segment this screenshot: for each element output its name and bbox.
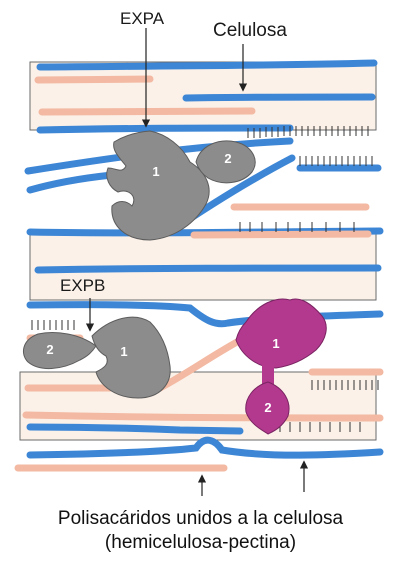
comb-upper [248,126,368,138]
caption-line-1: Polisacáridos unidos a la celulosa [0,508,401,530]
blue-strand [40,128,290,130]
blue-strand [30,427,240,431]
cellulose-bands [20,62,376,440]
pink-domain-2-label: 2 [264,400,271,415]
pink-domain-1-shape [236,299,326,368]
comb-lower-left [32,320,74,330]
expb-domain-2-label: 2 [46,342,53,357]
pink-domain-1-label: 1 [272,336,279,351]
pink-linker [262,364,274,384]
celulosa-label: Celulosa [213,20,287,42]
peach-strand [26,415,380,418]
blue-strand [30,305,380,324]
peach-strand [42,111,252,112]
caption-line-2: (hemicelulosa-pectina) [0,532,401,554]
blue-strand [38,268,378,270]
peach-strand [38,79,150,80]
expb-label: EXPB [60,276,105,296]
expb-domain-2-shape [23,333,96,369]
blue-strand [40,63,374,67]
blue-strand [186,97,372,98]
blue-strand [30,440,380,455]
expa-domain-2-label: 2 [224,151,231,166]
expa-label: EXPA [120,9,164,29]
expa-domain-1-label: 1 [152,164,159,179]
peach-strand [194,234,368,235]
expb-domain-1-label: 1 [120,344,127,359]
